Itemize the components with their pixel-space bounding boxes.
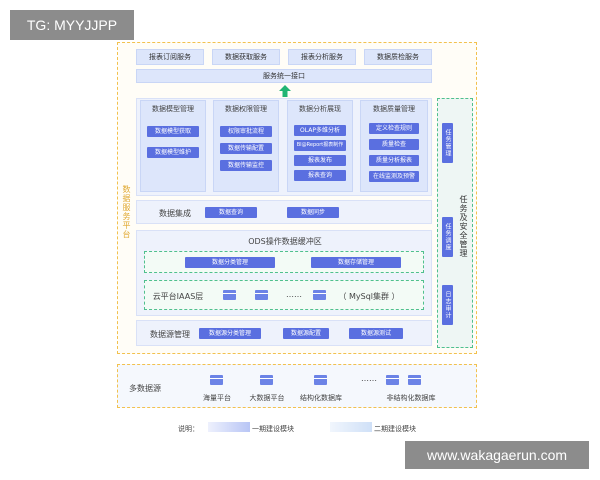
module-item: 质量检查 [369, 139, 419, 150]
source-mgmt-item: 数据源测试 [349, 328, 403, 339]
service-box: 数据质检服务 [364, 49, 432, 65]
module-title: 数据质量管理 [373, 105, 415, 113]
multi-source-ellipsis: …… [361, 374, 377, 383]
legend-item-phase2: 二期建设模块 [374, 425, 416, 433]
module-item: OLAP多维分析 [294, 125, 346, 136]
integration-item: 数据查询 [205, 207, 257, 218]
database-icon [255, 290, 268, 300]
module-item: 数据模型维护 [147, 147, 199, 158]
ods-item: 数据分类管理 [185, 257, 275, 268]
module-title: 数据模型管理 [152, 105, 194, 113]
unified-interface-bar: 服务统一接口 [136, 69, 432, 83]
database-icon [210, 375, 223, 385]
watermark-top-left: TG: MYYJJPP [10, 10, 134, 40]
ods-title: ODS操作数据缓冲区 [248, 237, 322, 246]
module-title: 数据权限管理 [225, 105, 267, 113]
multi-source-title: 多数据源 [129, 384, 161, 393]
ods-storage-group: 数据分类管理 数据存储管理 [144, 251, 424, 273]
integration-item: 数据同步 [287, 207, 339, 218]
arrow-up-icon [279, 85, 291, 97]
cloud-iaas-group: 云平台IAAS层 …… （ MySql集群 ） [144, 280, 424, 310]
source-mgmt-title: 数据源管理 [150, 330, 190, 339]
right-panel-item: 任务管理 [442, 123, 453, 163]
data-integration-row: 数据集成 数据查询 数据同步 [136, 200, 432, 224]
right-panel-title: 任务及安全管理 [459, 195, 468, 258]
cloud-title: 云平台IAAS层 [152, 292, 204, 301]
top-services-row: 报表订阅服务 数据获取服务 报表分析服务 数据质检服务 [136, 49, 432, 65]
source-mgmt-item: 数据源分类管理 [199, 328, 261, 339]
integration-title: 数据集成 [159, 209, 191, 218]
source-label: 非结构化数据库 [386, 394, 436, 402]
module-item: 数据模型获取 [147, 126, 199, 137]
module-data-model: 数据模型管理 数据模型获取 数据模型维护 [140, 100, 206, 192]
data-source-management-row: 数据源管理 数据源分类管理 数据源配置 数据源测试 [136, 320, 432, 346]
module-item: 权限审批流程 [220, 126, 272, 137]
cloud-ellipsis: …… [286, 290, 302, 299]
watermark-bottom-right: www.wakagaerun.com [405, 441, 589, 469]
module-item: 定义检查规则 [369, 123, 419, 134]
module-title: 数据分析展现 [299, 105, 341, 113]
module-item: 数据传输监控 [220, 160, 272, 171]
module-data-quality: 数据质量管理 定义检查规则 质量检查 质量分析报表 在线监测及预警 [360, 100, 428, 192]
service-box: 报表分析服务 [288, 49, 356, 65]
database-icon [408, 375, 421, 385]
source-label: 海量平台 [203, 394, 231, 402]
module-item: 数据传输配置 [220, 143, 272, 154]
module-data-permission: 数据权限管理 权限审批流程 数据传输配置 数据传输监控 [213, 100, 279, 192]
module-item: BI@Report报表制作 [294, 140, 346, 151]
database-icon [386, 375, 399, 385]
source-label: 大数据平台 [249, 394, 285, 402]
ods-item: 数据存储管理 [311, 257, 401, 268]
right-panel-item: 任务调度 [442, 217, 453, 257]
task-security-panel: 任务及安全管理 任务管理 任务调度 日志审计 [437, 98, 473, 348]
service-box: 报表订阅服务 [136, 49, 204, 65]
legend-swatch-phase2 [330, 422, 372, 432]
module-item: 报表发布 [294, 155, 346, 166]
database-icon [260, 375, 273, 385]
module-item: 报表查询 [294, 170, 346, 181]
service-box: 数据获取服务 [212, 49, 280, 65]
legend-swatch-phase1 [208, 422, 250, 432]
legend-label: 说明： [178, 425, 199, 433]
source-mgmt-item: 数据源配置 [283, 328, 329, 339]
database-icon [313, 290, 326, 300]
legend-item-phase1: 一期建设模块 [252, 425, 294, 433]
database-icon [314, 375, 327, 385]
source-label: 结构化数据库 [300, 394, 342, 402]
cloud-cluster: （ MySql集群 ） [338, 292, 400, 301]
database-icon [223, 290, 236, 300]
module-item: 在线监测及预警 [369, 171, 419, 182]
right-panel-item: 日志审计 [442, 285, 453, 325]
multi-source-frame: 多数据源 海量平台 大数据平台 结构化数据库 …… 非结构化数据库 [117, 364, 477, 408]
side-label-data-service-platform: 数据服务平台 [122, 185, 131, 239]
module-data-analysis: 数据分析展现 OLAP多维分析 BI@Report报表制作 报表发布 报表查询 [287, 100, 353, 192]
module-item: 质量分析报表 [369, 155, 419, 166]
